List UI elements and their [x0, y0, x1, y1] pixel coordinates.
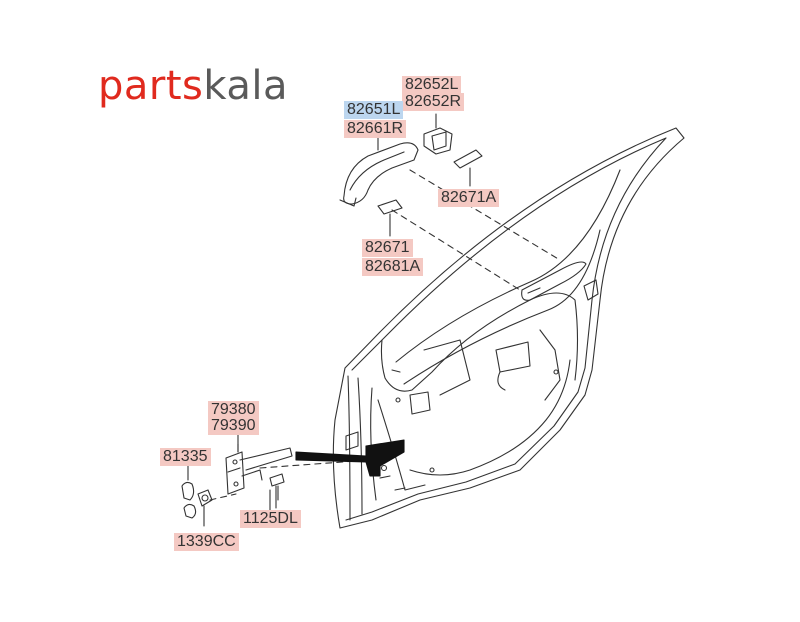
label-82651L[interactable]: 82651L	[344, 101, 404, 119]
gasket-82671A	[453, 149, 483, 169]
label-82671A[interactable]: 82671A	[438, 189, 500, 207]
label-79390[interactable]: 79390	[208, 417, 259, 435]
door-frame	[332, 127, 685, 529]
label-82661R[interactable]: 82661R	[344, 120, 407, 138]
label-1125DL[interactable]: 1125DL	[240, 510, 301, 528]
label-81335[interactable]: 81335	[160, 448, 211, 466]
label-82671[interactable]: 82671	[362, 239, 413, 257]
brand-logo: partskala	[98, 66, 288, 106]
bolt-1125DL	[269, 473, 285, 509]
cover-81335	[181, 465, 197, 519]
label-82681A[interactable]: 82681A	[362, 258, 424, 276]
door-checker	[225, 443, 293, 495]
inner-details	[345, 261, 599, 491]
checker-arrow	[295, 439, 405, 477]
handle-cap	[423, 113, 453, 155]
logo-part-1: parts	[98, 63, 204, 109]
nut-1339CC	[197, 489, 213, 527]
label-82652L[interactable]: 82652L	[402, 76, 462, 94]
gasket-82671	[377, 199, 403, 215]
label-79380[interactable]: 79380	[208, 401, 259, 419]
label-1339CC[interactable]: 1339CC	[174, 533, 239, 551]
label-82652R[interactable]: 82652R	[402, 93, 465, 111]
logo-part-2: kala	[203, 63, 288, 109]
outside-handle	[339, 142, 419, 207]
